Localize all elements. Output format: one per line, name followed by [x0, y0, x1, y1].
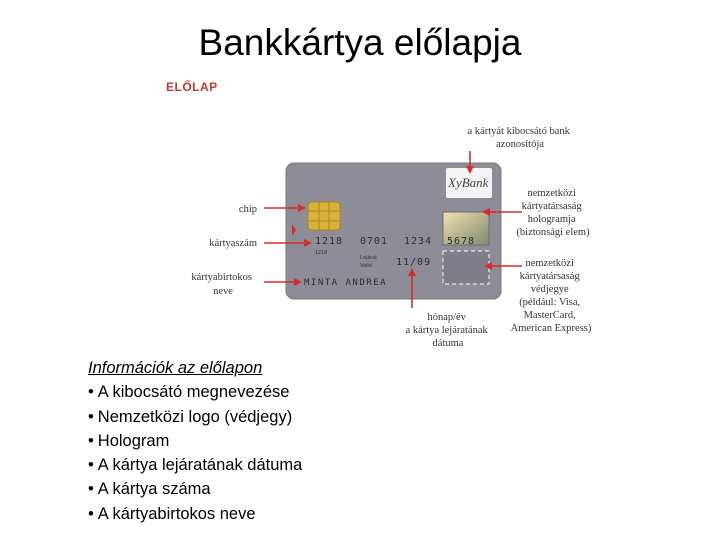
annotation-card-number: kártyaszám [209, 238, 257, 249]
annotation-issuer: a kártyát kibocsátó bank azonosítója [468, 126, 573, 150]
card-diagram: XyBank 1218 0701 1234 5678 1218 Lejárat … [191, 126, 592, 349]
hologram [442, 211, 490, 246]
list-item-text: A kártya száma [97, 480, 211, 499]
card-number-group-3: 1234 [404, 236, 432, 247]
card-holder-name: MINTA ANDREA [304, 278, 387, 288]
expiry-label-1: Lejárat [360, 255, 377, 261]
list-item: •A kártya száma [88, 477, 302, 501]
bullet-icon: • [88, 504, 94, 523]
list-item-text: A kártya lejáratának dátuma [97, 456, 303, 475]
card-number-group-4: 5678 [447, 236, 475, 247]
figure-section-label: ELŐLAP [166, 80, 218, 94]
bullet-icon: • [88, 407, 94, 426]
list-item-text: Hologram [97, 431, 170, 450]
list-item: •A kártyabirtokos neve [88, 502, 302, 526]
info-block: Információk az előlapon •A kibocsátó meg… [88, 356, 302, 526]
info-heading: Információk az előlapon [88, 359, 263, 377]
chip-icon [307, 201, 341, 231]
bank-logo: XyBank [447, 175, 489, 190]
list-item: •A kibocsátó megnevezése [88, 380, 302, 404]
annotation-hologram: nemzetközi kártyatársaság hologramja (bi… [516, 188, 590, 238]
slide-title: Bankkártya előlapja [198, 22, 522, 63]
annotation-chip: chip [239, 204, 257, 215]
list-item: •A kártya lejáratának dátuma [88, 453, 302, 477]
annotation-trademark: nemzetközi kártyatársaság védjegye (péld… [511, 258, 592, 334]
list-item: •Nemzetközi logo (védjegy) [88, 405, 302, 429]
list-item-text: A kártyabirtokos neve [97, 504, 256, 523]
expiry-label-2: Valid [360, 263, 372, 269]
trademark-area [442, 250, 490, 285]
annotation-expiry: hónap/év a kártya lejáratának dátuma [406, 312, 491, 349]
card-number-small: 1218 [315, 250, 327, 256]
bullet-icon: • [88, 383, 94, 402]
bullet-icon: • [88, 456, 94, 475]
bank-logo-box [446, 168, 492, 198]
annotation-holder: kártyabirtokos neve [191, 272, 254, 297]
bullet-icon: • [88, 480, 94, 499]
list-item: •Hologram [88, 429, 302, 453]
expiry-date: 11/09 [396, 257, 431, 268]
card-number-group-2: 0701 [360, 236, 388, 247]
bullet-icon: • [88, 431, 94, 450]
info-list: •A kibocsátó megnevezése •Nemzetközi log… [88, 380, 302, 526]
list-item-text: A kibocsátó megnevezése [97, 383, 290, 402]
list-item-text: Nemzetközi logo (védjegy) [97, 407, 293, 426]
card-number-group-1: 1218 [315, 236, 343, 247]
card-number-edge-marker [292, 224, 296, 236]
